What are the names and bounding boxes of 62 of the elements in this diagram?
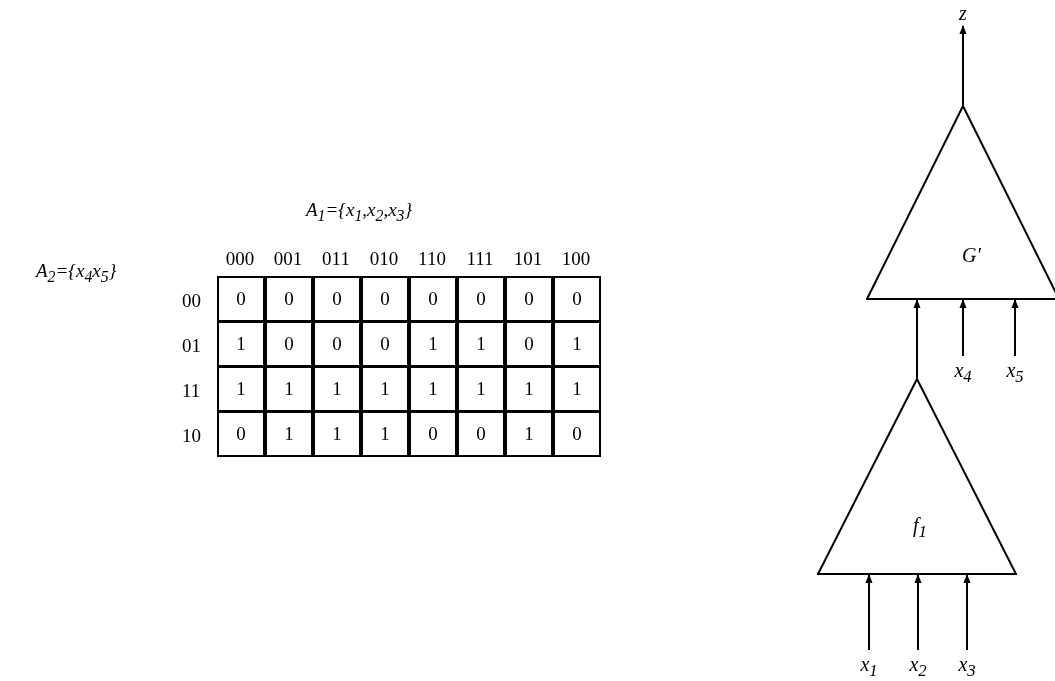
map-cell: 0 [313, 276, 361, 322]
signal-arrow [963, 574, 971, 651]
signal-arrow [959, 299, 967, 357]
map-cell: 1 [505, 411, 553, 457]
variable-set-label: A$_{1}$={x$_{1}$,x$_{2}$,x$_{3}$} [306, 200, 413, 224]
map-cell: 0 [361, 276, 409, 322]
signal-label: z [953, 2, 973, 24]
column-header: 110 [417, 249, 447, 268]
signal-label: x$_{3}$ [954, 652, 980, 676]
map-cell: 0 [553, 411, 601, 457]
signal-label: x$_{2}$ [905, 652, 931, 676]
signal-arrow [959, 25, 967, 106]
column-header: 010 [368, 249, 400, 268]
map-cell: 0 [265, 321, 313, 367]
row-header: 11 [182, 381, 201, 400]
map-cell: 1 [265, 411, 313, 457]
block-label: G′ [962, 245, 981, 265]
signal-arrow [865, 574, 873, 651]
function-block-triangle [866, 105, 1055, 300]
map-cell: 1 [361, 411, 409, 457]
map-cell: 1 [553, 321, 601, 367]
signal-label: x$_{1}$ [856, 652, 882, 676]
row-header: 10 [182, 426, 201, 445]
map-cell: 1 [217, 321, 265, 367]
block-label: f$_{1}$ [913, 515, 927, 541]
row-header: 00 [182, 291, 201, 310]
map-cell: 1 [505, 366, 553, 412]
variable-set-label: A$_{2}$={x$_{4}$x$_{5}$} [36, 261, 117, 285]
signal-label: x$_{4}$ [950, 358, 976, 382]
column-header: 101 [512, 249, 544, 268]
column-header: 100 [560, 249, 592, 268]
column-header: 011 [321, 249, 351, 268]
signal-label: x$_{5}$ [1002, 358, 1028, 382]
map-cell: 0 [457, 276, 505, 322]
map-cell: 1 [217, 366, 265, 412]
map-cell: 0 [409, 276, 457, 322]
map-cell: 1 [313, 411, 361, 457]
map-cell: 0 [553, 276, 601, 322]
map-cell: 0 [505, 321, 553, 367]
map-cell: 1 [361, 366, 409, 412]
map-cell: 1 [265, 366, 313, 412]
map-cell: 1 [553, 366, 601, 412]
map-cell: 0 [505, 276, 553, 322]
map-cell: 1 [313, 366, 361, 412]
column-header: 000 [224, 249, 256, 268]
map-cell: 1 [457, 366, 505, 412]
map-cell: 0 [313, 321, 361, 367]
map-cell: 0 [457, 411, 505, 457]
signal-arrow [1011, 299, 1019, 357]
map-cell: 0 [265, 276, 313, 322]
map-cell: 0 [217, 411, 265, 457]
map-cell: 1 [409, 366, 457, 412]
map-cell: 0 [409, 411, 457, 457]
map-cell: 0 [361, 321, 409, 367]
column-header: 111 [465, 249, 495, 268]
map-cell: 1 [409, 321, 457, 367]
map-cell: 0 [217, 276, 265, 322]
map-cell: 1 [457, 321, 505, 367]
signal-arrow [913, 299, 921, 379]
column-header: 001 [272, 249, 304, 268]
signal-arrow [914, 574, 922, 651]
row-header: 01 [182, 336, 201, 355]
